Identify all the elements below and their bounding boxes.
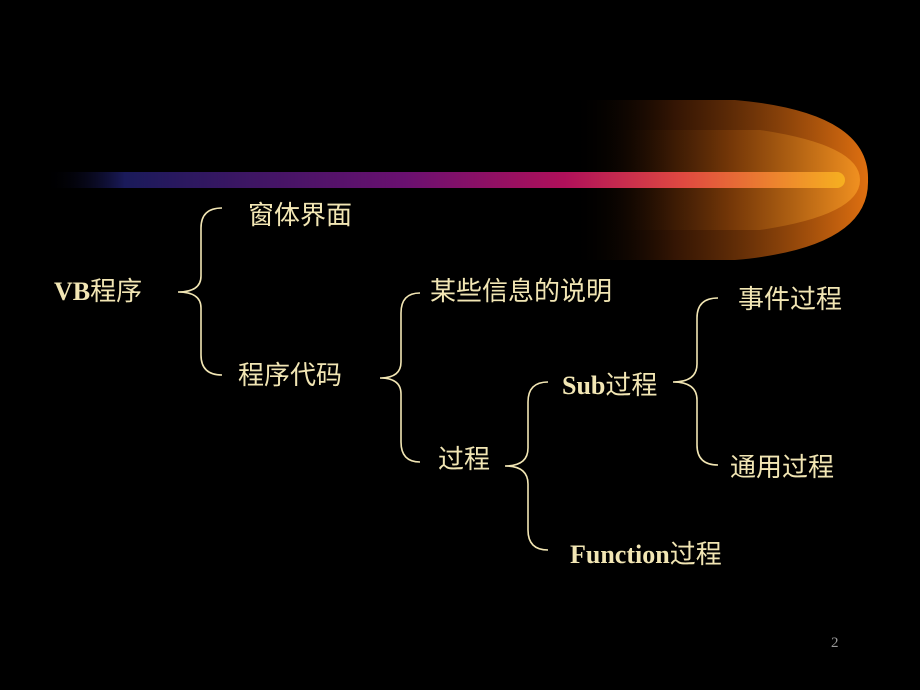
- node-declarations: 某些信息的说明: [430, 277, 613, 307]
- comet-bar: [45, 172, 845, 188]
- node-sub-cjk: 过程: [605, 371, 658, 401]
- bracket-vb-program: [177, 207, 223, 376]
- page-number: 2: [831, 635, 839, 651]
- node-function-procedure: Function过程: [570, 540, 722, 570]
- node-function-latin: Function: [570, 540, 670, 569]
- node-event-procedure: 事件过程: [738, 285, 843, 315]
- node-form-ui: 窗体界面: [248, 201, 353, 231]
- node-function-cjk: 过程: [669, 540, 722, 570]
- node-vb-program-cjk: 程序: [90, 277, 143, 307]
- node-sub-procedure: Sub过程: [562, 371, 657, 401]
- node-vb-program: VB程序: [54, 277, 142, 307]
- node-procedure: 过程: [438, 445, 491, 475]
- node-general-procedure: 通用过程: [730, 453, 835, 483]
- bracket-sub: [672, 297, 719, 466]
- node-sub-latin: Sub: [562, 371, 606, 400]
- bracket-procedure: [504, 381, 549, 551]
- node-program-code: 程序代码: [238, 361, 343, 391]
- node-vb-program-latin: VB: [54, 277, 91, 306]
- bracket-program-code: [379, 292, 421, 463]
